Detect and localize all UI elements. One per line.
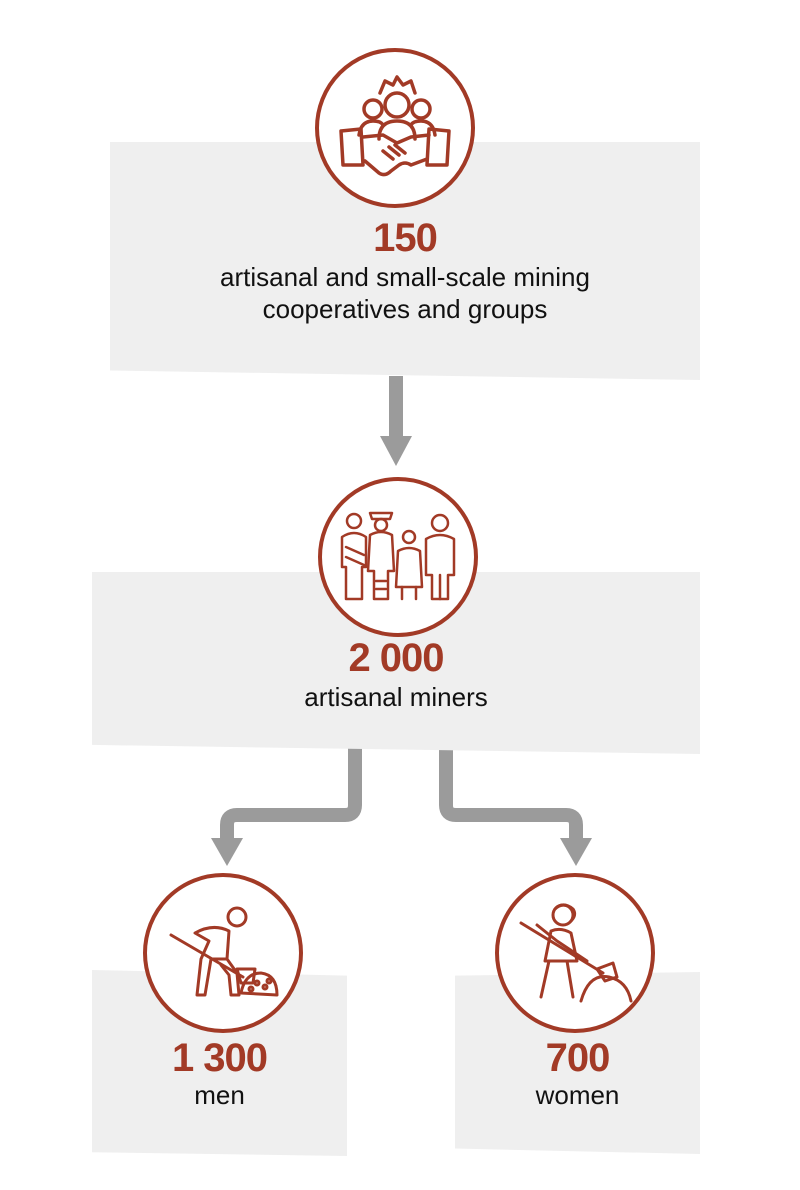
- arrow-middle-to-men: [220, 745, 362, 838]
- men-count: 1 300: [171, 1036, 268, 1080]
- man-shoveling-icon: [169, 906, 279, 997]
- women-label: women: [535, 1080, 620, 1110]
- cooperatives-label-line1: artisanal and small-scale mining: [220, 262, 590, 292]
- cooperatives-box: 150 artisanal and small-scale mining coo…: [110, 142, 700, 380]
- miners-box: 2 000 artisanal miners: [92, 572, 700, 754]
- miners-icon-circle: [318, 477, 478, 637]
- woman-shoveling-icon: [519, 903, 633, 1003]
- women-count: 700: [545, 1036, 611, 1080]
- arrowhead-to-women: [560, 838, 592, 866]
- cooperatives-icon-circle: [315, 48, 475, 208]
- arrowhead-top-to-middle: [380, 436, 412, 466]
- arrow-middle-to-women: [439, 745, 583, 838]
- cooperatives-label-line2: cooperatives and groups: [262, 294, 548, 324]
- cooperative-handshake-icon: [339, 75, 451, 177]
- arrowhead-to-men: [211, 838, 243, 866]
- artisanal-miners-group-icon: [340, 511, 456, 601]
- cooperatives-count: 150: [373, 216, 438, 260]
- women-icon-circle: [495, 873, 655, 1033]
- miners-label: artisanal miners: [304, 682, 488, 712]
- miners-count: 2 000: [348, 636, 444, 680]
- men-icon-circle: [143, 873, 303, 1033]
- men-label: men: [194, 1080, 245, 1110]
